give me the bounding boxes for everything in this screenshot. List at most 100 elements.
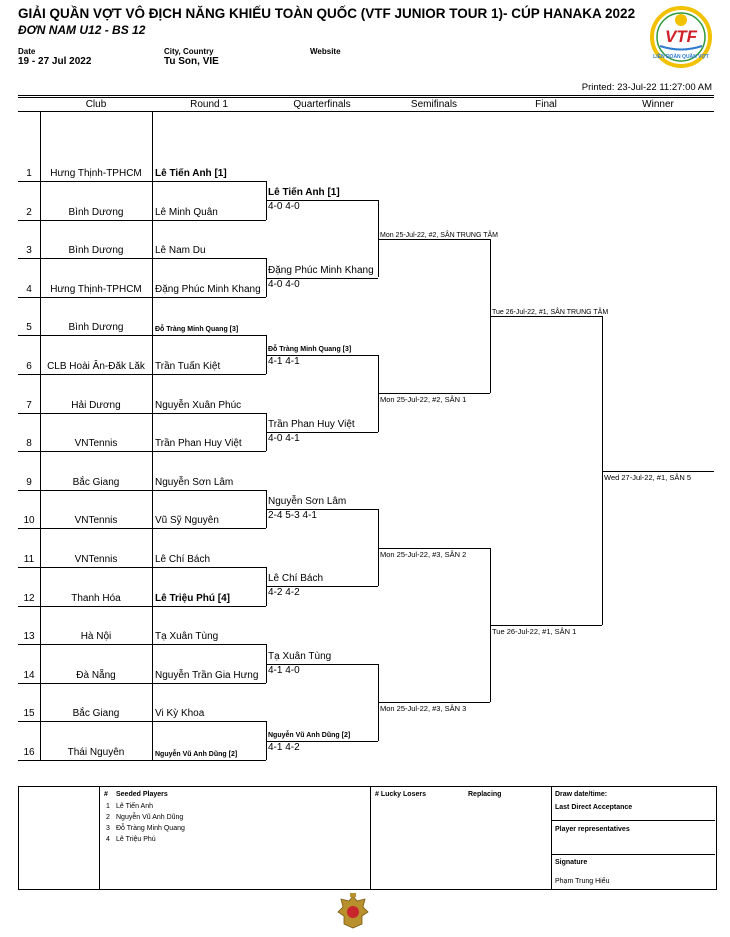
entry-player: Nguyễn Vũ Anh Dũng [2]	[155, 751, 238, 758]
seed-number: 4	[106, 836, 110, 843]
signature-label: Signature	[555, 859, 588, 866]
sf-schedule: Tue 26-Jul-22, #1, SÂN TRUNG TÂM	[492, 309, 609, 317]
entry-club: Bình Dương	[68, 245, 124, 257]
qf-player: Lê Chí Bách	[268, 573, 324, 585]
city-label: City, Country	[164, 47, 214, 56]
qf-line	[266, 586, 378, 588]
entry-club: Bắc Giang	[72, 708, 120, 720]
entry-line	[18, 682, 266, 684]
bracket-connector	[490, 547, 491, 703]
qf-line	[266, 431, 378, 433]
signer-name: Phạm Trung Hiếu	[555, 878, 610, 885]
entry-number: 10	[23, 515, 35, 527]
qf-score: 4-1 4-1	[268, 355, 300, 367]
entry-club: VNTennis	[74, 438, 118, 450]
entry-line	[18, 489, 266, 491]
qf-line	[266, 200, 378, 202]
qf-score: 4-0 4-1	[268, 432, 300, 444]
qf-player: Đặng Phúc Minh Khang	[268, 264, 374, 276]
footer-rule-1	[551, 820, 715, 821]
col-round1: Round 1	[190, 99, 228, 110]
entry-club: Hải Dương	[71, 399, 121, 411]
printed-timestamp: Printed: 23-Jul-22 11:27:00 AM	[581, 82, 712, 93]
draw-club-edge	[152, 111, 153, 760]
entry-player: Đặng Phúc Minh Khang	[155, 283, 261, 295]
bracket-connector	[378, 354, 379, 432]
logo-caption: LIÊN ĐOÀN QUẦN VỢT	[653, 52, 709, 60]
entry-line	[18, 605, 266, 607]
entry-club: VNTennis	[74, 554, 118, 565]
footer-div-3	[551, 786, 552, 889]
qf-score: 4-0 4-0	[268, 278, 300, 290]
entry-number: 11	[23, 554, 35, 565]
entry-line	[18, 219, 266, 221]
entry-club: Hưng Thịnh-TPHCM	[50, 283, 142, 295]
entry-line	[18, 528, 266, 530]
entry-club: Bình Dương	[68, 322, 124, 334]
entry-player: Lê Nam Du	[155, 245, 206, 257]
entry-number: 9	[26, 476, 32, 488]
qf-player: Tạ Xuân Tùng	[268, 650, 332, 662]
entry-club: Đà Nẵng	[76, 669, 116, 681]
qf-player: Nguyễn Vũ Anh Dũng [2]	[268, 731, 351, 739]
footer-rule-2	[551, 854, 715, 855]
seeded-title: Seeded Players	[116, 791, 168, 798]
entry-player: Tạ Xuân Tùng	[155, 631, 219, 643]
seed-player: Nguyễn Vũ Anh Dũng	[116, 814, 184, 821]
entry-number: 8	[26, 438, 32, 450]
qf-line	[266, 354, 378, 356]
entry-player: Nguyễn Xuân Phúc	[155, 399, 242, 411]
footer-box	[18, 786, 717, 890]
entry-number: 16	[23, 747, 35, 758]
entry-player: Trần Tuấn Kiệt	[155, 361, 221, 372]
qf-schedule: Mon 25-Jul-22, #3, SÂN 3	[380, 704, 467, 714]
qf-score: 4-1 4-2	[268, 741, 300, 753]
seed-player: Đỗ Tràng Minh Quang	[116, 825, 185, 832]
footer-div-1	[99, 786, 100, 889]
entry-number: 15	[23, 708, 35, 720]
seed-player: Lê Tiến Anh	[116, 803, 153, 810]
player-reps-label: Player representatives	[555, 826, 630, 833]
qf-schedule: Mon 25-Jul-22, #3, SÂN 2	[380, 549, 467, 559]
entry-club: Bắc Giang	[72, 476, 120, 488]
top-rule	[18, 95, 714, 96]
logo-text: VTF	[665, 27, 698, 46]
website-label: Website	[310, 47, 341, 56]
entry-number: 12	[23, 592, 35, 604]
entry-number: 5	[26, 322, 32, 334]
entry-line	[18, 258, 266, 260]
qf-player: Nguyễn Sơn Lâm	[268, 496, 347, 508]
final-schedule: Wed 27-Jul-22, #1, SÂN 5	[604, 472, 691, 482]
seed-number: 2	[106, 814, 110, 821]
sf-line	[378, 702, 490, 704]
col-semifinals: Semifinals	[410, 99, 458, 110]
date-label: Date	[18, 47, 36, 56]
sf-line	[378, 393, 490, 395]
winner-line	[602, 470, 714, 472]
event-title: GIẢI QUẦN VỢT VÔ ĐỊCH NĂNG KHIẾU TOÀN QU…	[18, 6, 636, 21]
date-value: 19 - 27 Jul 2022	[18, 56, 92, 67]
final-line	[490, 624, 602, 626]
entry-player: Nguyễn Sơn Lâm	[155, 476, 234, 488]
qf-score: 4-2 4-2	[268, 587, 300, 599]
qf-line	[266, 663, 378, 665]
entry-number: 13	[23, 631, 35, 643]
header-rule	[18, 111, 714, 112]
lucky-losers-title: # Lucky Losers	[375, 791, 426, 798]
entry-line	[18, 412, 266, 414]
top-rule-2	[18, 97, 714, 98]
sf-line	[378, 238, 490, 240]
qf-line	[266, 277, 378, 279]
entry-line	[18, 374, 266, 375]
entry-club: Bình Dương	[68, 206, 124, 218]
sf-line	[378, 547, 490, 549]
vtf-logo: VTF LIÊN ĐOÀN QUẦN VỢT	[646, 6, 716, 68]
entry-club: Hưng Thịnh-TPHCM	[50, 168, 142, 179]
entry-club: CLB Hoài Ân-Đăk Lăk	[47, 361, 145, 372]
bracket-connector	[266, 258, 267, 297]
bracket-connector	[266, 644, 267, 683]
entry-number: 1	[26, 168, 32, 179]
entry-number: 3	[26, 245, 32, 257]
entry-number: 4	[26, 283, 32, 295]
seed-player: Lê Triệu Phú	[116, 836, 156, 843]
